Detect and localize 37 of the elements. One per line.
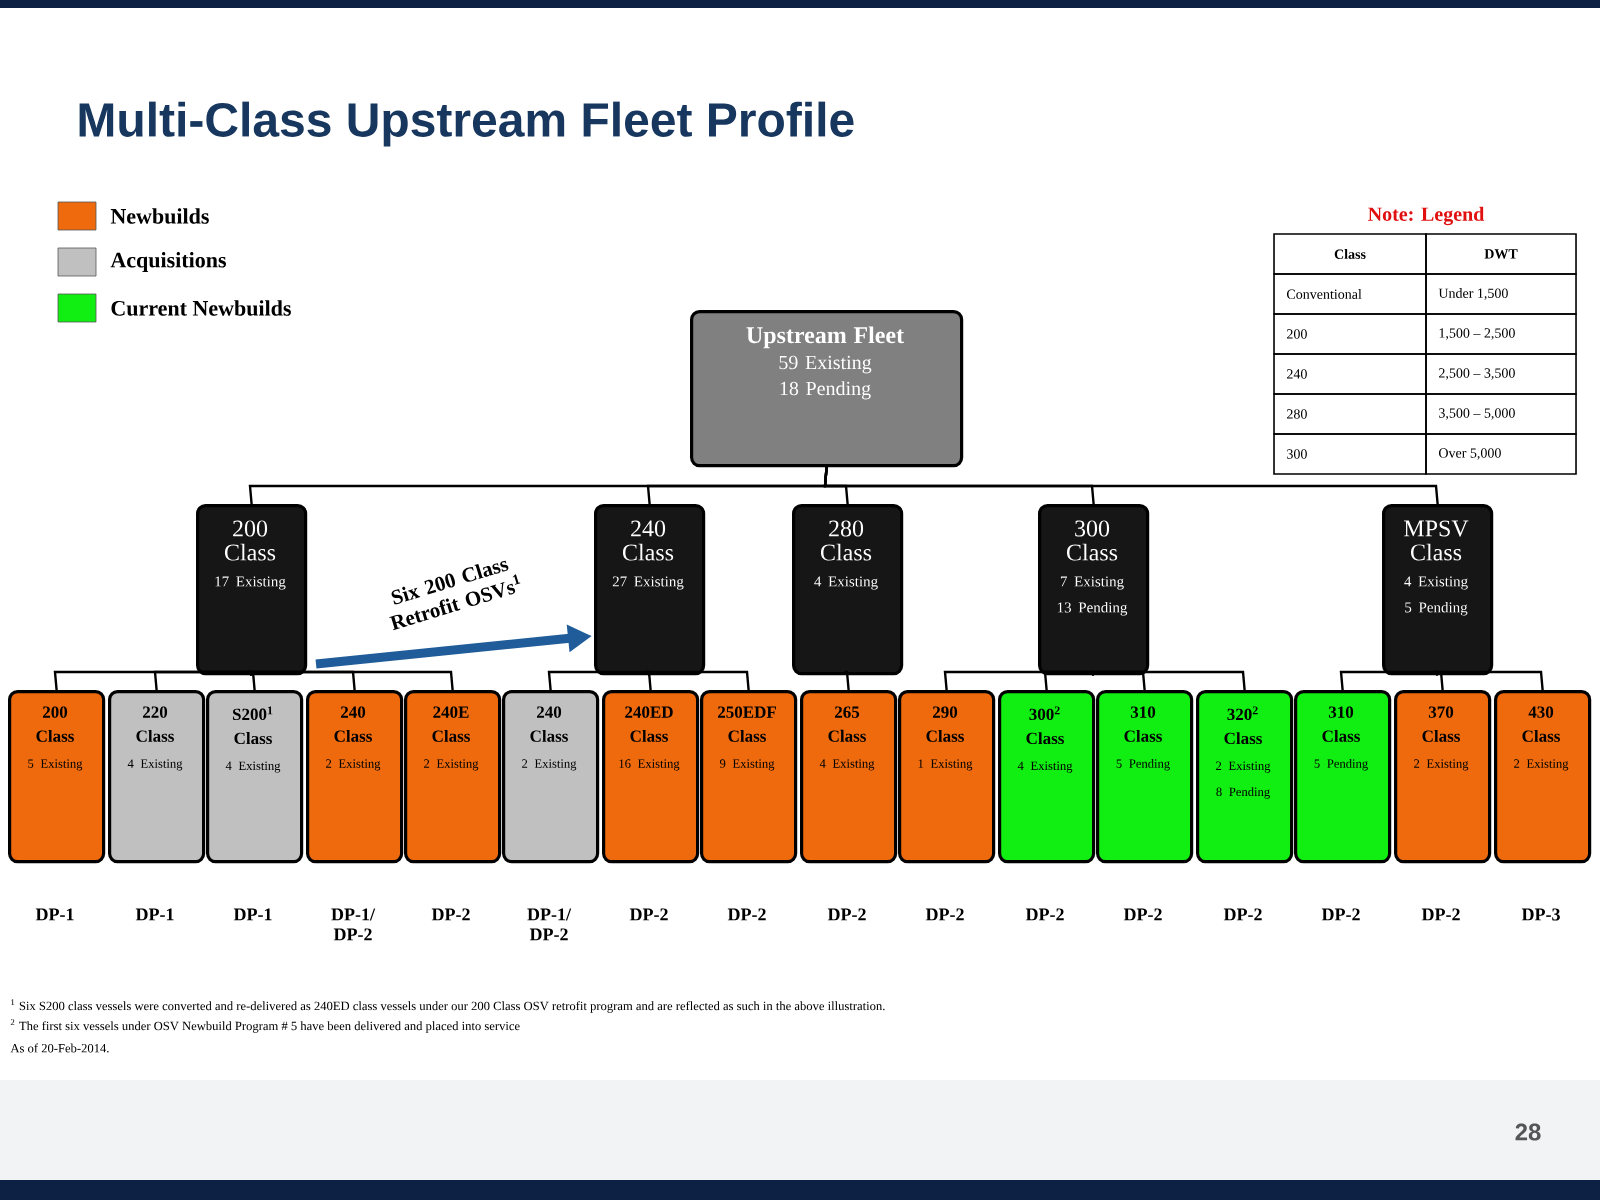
connector-line bbox=[1043, 670, 1095, 691]
dp-rating: DP-1/ DP-2 bbox=[331, 908, 376, 941]
page-number: 28 bbox=[1515, 1123, 1541, 1141]
connector-line bbox=[248, 670, 454, 691]
connector-line bbox=[248, 670, 256, 691]
dp-rating: DP-2 bbox=[629, 908, 668, 921]
dp-rating: DP-2 bbox=[1123, 908, 1162, 921]
legend-label: Current Newbuilds bbox=[111, 300, 291, 316]
title: Multi-Class Upstream Fleet Profile bbox=[79, 101, 854, 147]
dp-rating: DP-1 bbox=[35, 908, 74, 921]
dp-rating: DP-1 bbox=[135, 908, 174, 921]
dp-rating: DP-1/ DP-2 bbox=[527, 908, 572, 941]
dp-rating: DP-2 bbox=[827, 908, 866, 921]
dp-rating: DP-2 bbox=[431, 908, 470, 921]
connector-line bbox=[823, 467, 1439, 505]
dp-rating: DP-2 bbox=[1025, 908, 1064, 921]
legend-label: Acquisitions bbox=[110, 252, 226, 272]
connector-line bbox=[153, 670, 253, 691]
dp-rating: DP-2 bbox=[1421, 908, 1460, 921]
dp-rating: DP-3 bbox=[1521, 908, 1560, 921]
connector-line bbox=[547, 670, 651, 691]
connector-line bbox=[646, 670, 750, 691]
legend-label: Newbuilds bbox=[110, 208, 209, 224]
dp-rating: DP-1 bbox=[233, 908, 272, 921]
dp-rating: DP-2 bbox=[1223, 908, 1262, 921]
connector-line bbox=[646, 670, 652, 691]
fleet-box: Upstream Fleet 59 Existing 18 Pending bbox=[690, 310, 964, 468]
dp-rating: DP-2 bbox=[1321, 908, 1360, 921]
dp-rating: DP-2 bbox=[925, 908, 964, 921]
legend-heading: Note: Legend bbox=[1368, 206, 1485, 226]
edge-label: Six 200 Class Retrofit OSVs$^{1}$ bbox=[389, 560, 521, 631]
connector-line bbox=[844, 670, 850, 691]
connector-line bbox=[1339, 670, 1439, 691]
dp-rating: DP-2 bbox=[727, 908, 766, 921]
connector-line bbox=[1090, 670, 1246, 691]
connector-line bbox=[1434, 670, 1544, 691]
connector-line bbox=[1434, 670, 1444, 691]
